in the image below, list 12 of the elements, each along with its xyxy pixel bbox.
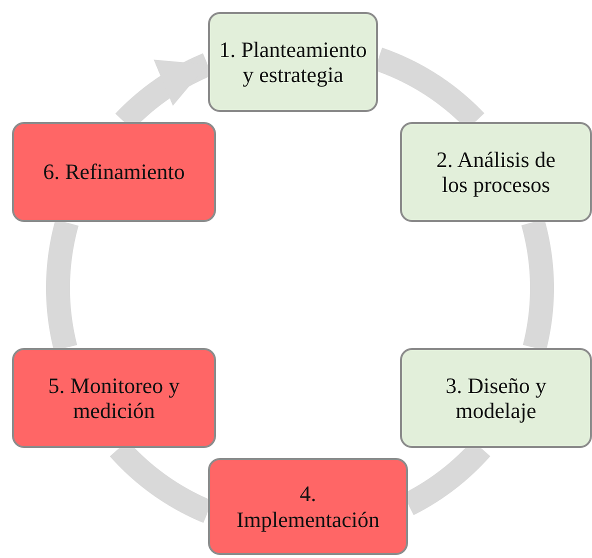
step-box	[208, 12, 378, 112]
step-box	[400, 122, 592, 222]
step-label: 2. Análisis de los procesos	[435, 146, 557, 198]
step-label: 4. Implementación	[236, 481, 380, 532]
step-box	[12, 122, 216, 222]
step-label: 1. Planteamiento y estrategia	[218, 36, 368, 88]
step-label: 5. Monitoreo y medición	[47, 372, 181, 424]
step-label: 6. Refinamiento	[43, 159, 185, 185]
step-box	[400, 348, 592, 448]
step-box	[208, 458, 408, 555]
step-box	[12, 348, 216, 448]
step-label: 3. Diseño y modelaje	[444, 372, 548, 424]
